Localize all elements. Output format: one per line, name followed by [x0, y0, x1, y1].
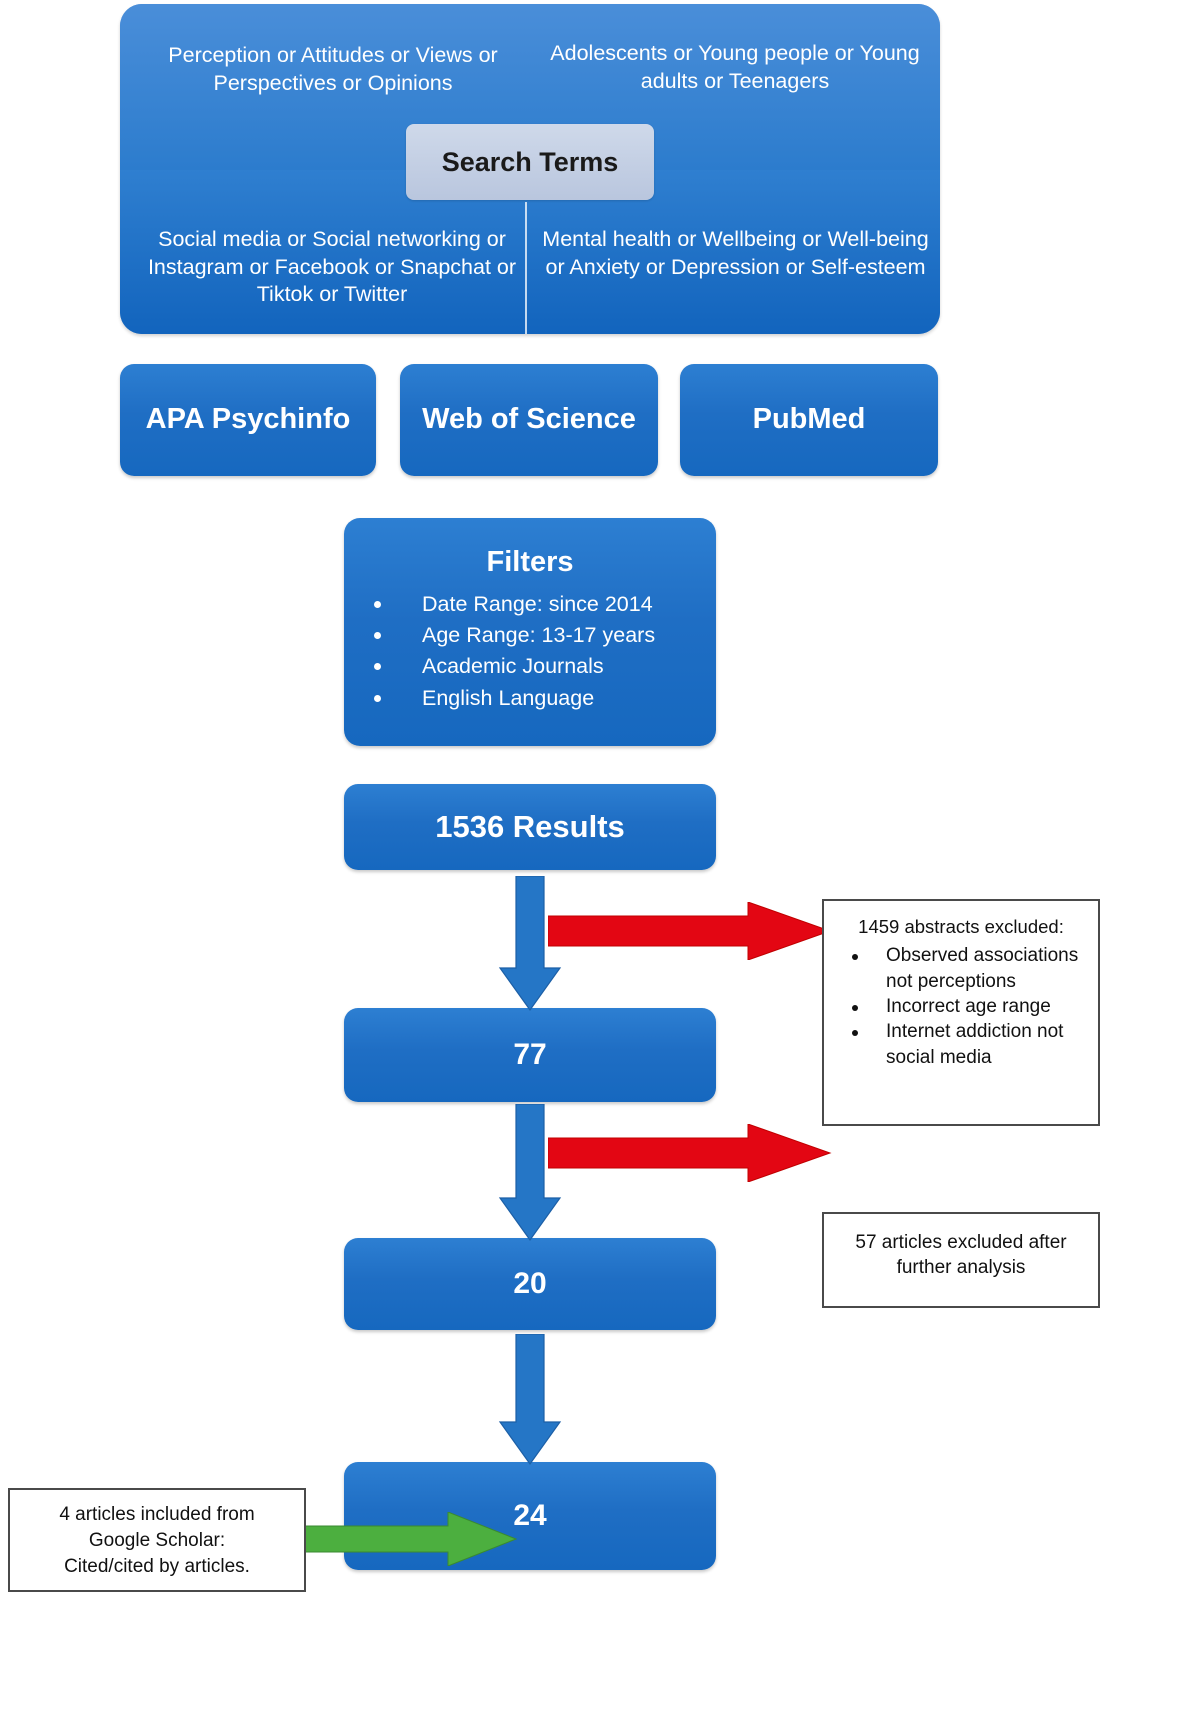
filters-box: Filters Date Range: since 2014 Age Range…	[344, 518, 716, 746]
exclusion-lead: 57 articles excluded after further analy…	[855, 1232, 1067, 1279]
flow-arrow-down-2	[498, 1103, 562, 1242]
database-box-pubmed: PubMed	[680, 364, 938, 476]
stage-box-77: 77	[344, 1008, 716, 1102]
filter-item: Date Range: since 2014	[344, 589, 716, 620]
exclusion-callout-1: 1459 abstracts excluded: Observed associ…	[822, 899, 1100, 1126]
stage-label: 1536 Results	[435, 809, 625, 844]
flow-arrow-down-1	[498, 875, 562, 1012]
exclusion-lead: 1459 abstracts excluded:	[858, 916, 1064, 937]
exclusion-callout-2: 57 articles excluded after further analy…	[822, 1212, 1100, 1308]
filters-list: Date Range: since 2014 Age Range: 13-17 …	[344, 589, 716, 714]
search-term-social-media: Social media or Social networking or Ins…	[147, 227, 517, 307]
flow-arrow-down-3	[498, 1333, 562, 1466]
quadrant-divider	[525, 202, 527, 334]
stage-box-20: 20	[344, 1238, 716, 1330]
exclusion-arrow-1	[547, 901, 832, 961]
search-term-mental-health: Mental health or Wellbeing or Well-being…	[542, 227, 929, 279]
database-label: Web of Science	[422, 403, 636, 436]
database-label: APA Psychinfo	[145, 403, 351, 436]
database-box-apa-psychinfo: APA Psychinfo	[120, 364, 376, 476]
inclusion-arrow-green	[299, 1511, 518, 1567]
google-scholar-callout: 4 articles included from Google Scholar:…	[8, 1488, 306, 1592]
stage-label: 24	[513, 1499, 547, 1532]
database-box-web-of-science: Web of Science	[400, 364, 658, 476]
filter-item: Age Range: 13-17 years	[344, 620, 716, 651]
search-terms-chip: Search Terms	[406, 124, 654, 200]
exclusion-reason-list: Observed associations not perceptions In…	[824, 943, 1098, 1070]
google-scholar-line-1: 4 articles included from	[59, 1504, 255, 1525]
exclusion-reason: Observed associations not perceptions	[824, 943, 1098, 994]
search-terms-box: Perception or Attitudes or Views or Pers…	[120, 4, 940, 334]
google-scholar-line-3: Cited/cited by articles.	[64, 1556, 250, 1578]
stage-box-results: 1536 Results	[344, 784, 716, 870]
exclusion-reason: Incorrect age range	[824, 994, 1098, 1019]
stage-label: 77	[513, 1038, 547, 1071]
google-scholar-line-2: Google Scholar:	[88, 1530, 226, 1552]
filters-title: Filters	[486, 546, 574, 578]
filter-item: Academic Journals	[344, 651, 716, 682]
filter-item: English Language	[344, 683, 716, 714]
exclusion-reason: Internet addiction not social media	[824, 1019, 1098, 1070]
database-label: PubMed	[752, 403, 866, 436]
search-term-perception: Perception or Attitudes or Views or Pers…	[168, 43, 498, 95]
search-term-adolescents: Adolescents or Young people or Young adu…	[550, 41, 920, 93]
stage-label: 20	[513, 1267, 547, 1300]
exclusion-arrow-2	[547, 1123, 832, 1183]
